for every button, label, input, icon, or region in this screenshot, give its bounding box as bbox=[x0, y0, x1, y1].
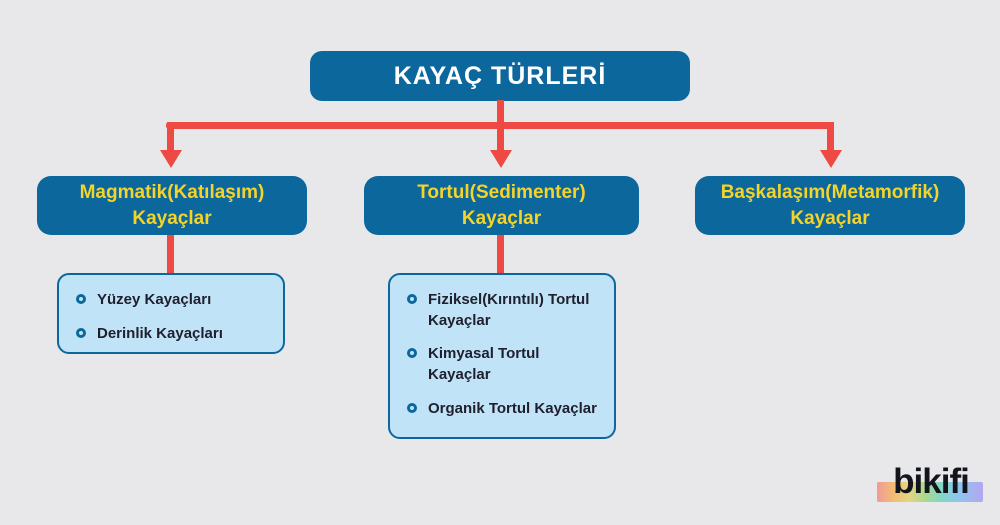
logo-text: bikifi bbox=[893, 462, 970, 501]
circle-bullet-icon bbox=[407, 348, 417, 359]
category-label: Başkalaşım(Metamorfik) Kayaçlar bbox=[720, 182, 940, 229]
list-item-label: Kimyasal Tortul Kayaçlar bbox=[428, 345, 540, 384]
connector-tortul-children bbox=[497, 234, 504, 275]
arrow-down-icon bbox=[490, 150, 512, 168]
category-node-magmatik: Magmatik(Katılaşım) Kayaçlar bbox=[37, 176, 307, 235]
root-node-kayac-turleri: KAYAÇ TÜRLERİ bbox=[310, 51, 690, 101]
category-label: Tortul(Sedimenter) Kayaçlar bbox=[417, 182, 586, 229]
connector-magmatik-children bbox=[167, 234, 174, 275]
list-item: Organik Tortul Kayaçlar bbox=[407, 399, 600, 420]
connector-left-stem bbox=[167, 122, 174, 152]
connector-root-stem bbox=[497, 100, 504, 129]
list-item: Yüzey Kayaçları bbox=[76, 290, 269, 311]
list-item: Kimyasal Tortul Kayaçlar bbox=[407, 344, 600, 385]
list-item-label: Organik Tortul Kayaçlar bbox=[428, 399, 597, 417]
child-list-tortul: Fiziksel(Kırıntılı) Tortul Kayaçlar Kimy… bbox=[388, 273, 616, 439]
circle-bullet-icon bbox=[407, 294, 417, 304]
category-node-baskalasim: Başkalaşım(Metamorfik) Kayaçlar bbox=[695, 176, 965, 235]
list-item-label: Yüzey Kayaçları bbox=[97, 291, 212, 308]
logo-rainbow-band bbox=[877, 482, 983, 502]
list-item-label: Derinlik Kayaçları bbox=[97, 324, 223, 342]
list-item: Fiziksel(Kırıntılı) Tortul Kayaçlar bbox=[407, 290, 600, 331]
category-node-tortul: Tortul(Sedimenter) Kayaçlar bbox=[364, 176, 639, 235]
bikifi-logo: bikifi bbox=[876, 462, 986, 514]
arrow-down-icon bbox=[160, 150, 182, 168]
circle-bullet-icon bbox=[407, 402, 417, 413]
connector-middle-stem bbox=[497, 122, 504, 152]
list-item: Derinlik Kayaçları bbox=[76, 324, 269, 345]
circle-bullet-icon bbox=[76, 327, 86, 338]
category-label: Magmatik(Katılaşım) Kayaçlar bbox=[79, 182, 265, 229]
child-list-magmatik: Yüzey Kayaçları Derinlik Kayaçları bbox=[57, 273, 285, 354]
arrow-down-icon bbox=[820, 150, 842, 168]
connector-right-stem bbox=[827, 122, 834, 152]
diagram-title: KAYAÇ TÜRLERİ bbox=[393, 61, 607, 90]
circle-bullet-icon bbox=[76, 294, 86, 304]
list-item-label: Fiziksel(Kırıntılı) Tortul Kayaçlar bbox=[428, 291, 590, 329]
